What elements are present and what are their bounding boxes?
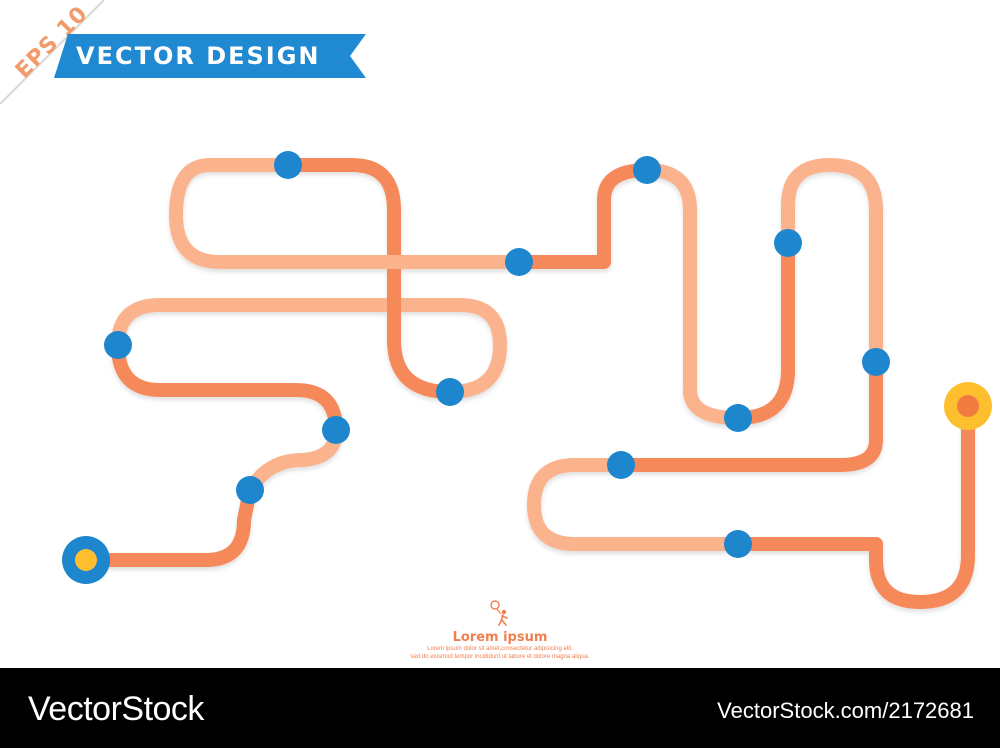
route-node bbox=[104, 331, 132, 359]
route-segment bbox=[614, 355, 883, 472]
title-text: VECTOR DESIGN bbox=[76, 42, 321, 70]
route-segment bbox=[169, 158, 526, 269]
route-segment bbox=[281, 158, 457, 399]
route-node bbox=[236, 476, 264, 504]
title-ribbon bbox=[54, 34, 366, 78]
route-node bbox=[607, 451, 635, 479]
route-node bbox=[774, 229, 802, 257]
canvas: EPS 10 VECTOR DESIGN Lorem ipsum Lorem i… bbox=[0, 0, 992, 661]
route-diagram bbox=[62, 151, 992, 609]
route-segment bbox=[111, 298, 507, 399]
route-segment bbox=[512, 163, 654, 269]
route-node bbox=[274, 151, 302, 179]
footer-image-id: VectorStock.com/2172681 bbox=[717, 698, 974, 723]
route-segment bbox=[640, 163, 745, 425]
logo-title: Lorem ipsum bbox=[452, 630, 548, 645]
route-node bbox=[322, 416, 350, 444]
route-segment bbox=[243, 423, 343, 497]
logo-subtext: sed do eiusmod tempor incididunt ut labo… bbox=[410, 654, 590, 660]
route-node bbox=[633, 156, 661, 184]
logo-subtext: Lorem ipsum dolor sit amet,consectetur a… bbox=[427, 646, 573, 652]
end-node bbox=[944, 382, 992, 430]
route-node bbox=[724, 404, 752, 432]
route-segment bbox=[111, 338, 343, 437]
figure-with-balloon-icon bbox=[490, 600, 508, 626]
footer-brand: VectorStock bbox=[28, 690, 204, 728]
route-segment bbox=[731, 399, 975, 609]
route-node bbox=[724, 530, 752, 558]
route-node bbox=[862, 348, 890, 376]
route-node bbox=[505, 248, 533, 276]
route-segment bbox=[781, 158, 883, 369]
start-node bbox=[62, 536, 110, 584]
footer-bar: VectorStock VectorStock.com/2172681 bbox=[0, 668, 1000, 748]
route-node bbox=[436, 378, 464, 406]
route-segment bbox=[79, 483, 257, 567]
route-segment bbox=[527, 458, 745, 551]
route-segment bbox=[731, 236, 795, 425]
logo: Lorem ipsum Lorem ipsum dolor sit amet,c… bbox=[300, 600, 700, 661]
corner-badge bbox=[0, 0, 105, 105]
